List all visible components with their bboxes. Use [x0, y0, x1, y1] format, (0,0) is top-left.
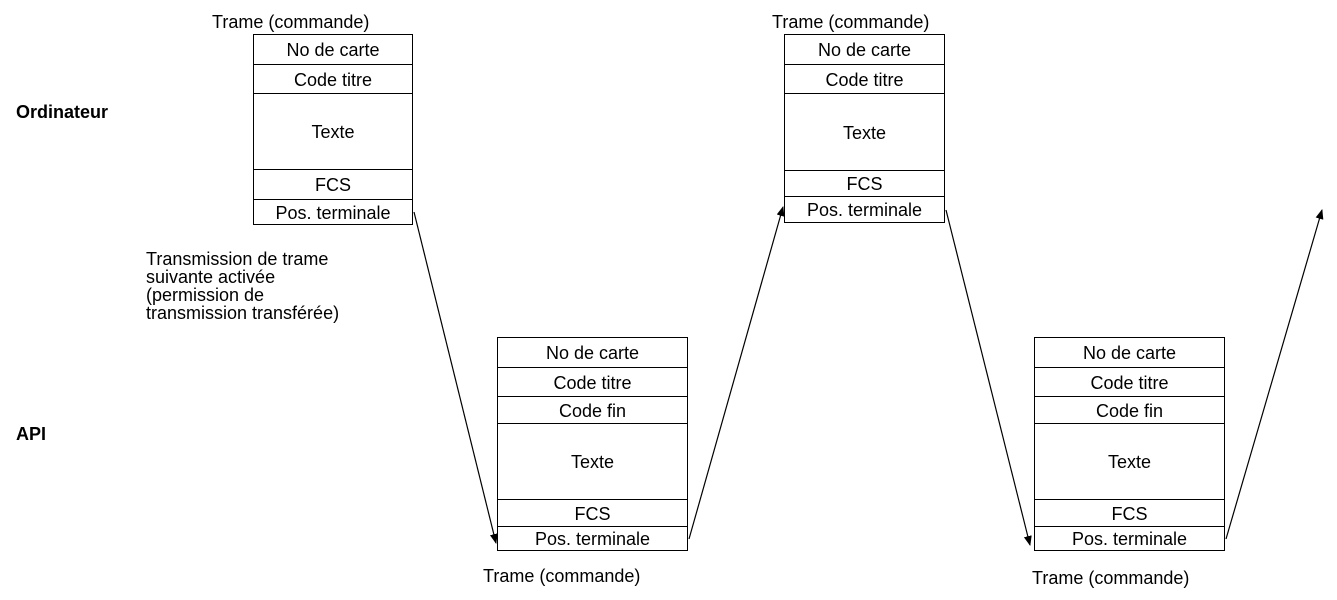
frame-field-terminator: Pos. terminale: [785, 196, 944, 223]
frame-field-fcs: FCS: [1035, 499, 1224, 527]
frame-caption: Trame (commande): [1032, 568, 1190, 588]
frame-field-fcs: FCS: [254, 169, 412, 200]
frame-field-header-code: Code titre: [1035, 367, 1224, 397]
frame-field-fcs: FCS: [785, 170, 944, 197]
frame-field-text: Texte: [785, 93, 944, 171]
command-frame-computer-1: No de carte Code titre Texte FCS Pos. te…: [253, 34, 413, 225]
frame-field-text: Texte: [254, 93, 412, 170]
row-label-computer: Ordinateur: [16, 102, 109, 122]
arrow-plc-to-computer-2: [1225, 209, 1324, 540]
row-label-plc: API: [16, 424, 47, 444]
frame-caption: Trame (commande): [483, 566, 641, 586]
command-frame-computer-2: No de carte Code titre Texte FCS Pos. te…: [784, 34, 945, 223]
arrow-computer-to-plc-2: [945, 209, 1032, 546]
frame-caption: Trame (commande): [212, 12, 370, 32]
frame-field-terminator: Pos. terminale: [498, 526, 687, 551]
transmission-note: Transmission de trame suivante activée (…: [146, 249, 340, 323]
frame-field-header-code: Code titre: [498, 367, 687, 397]
frame-field-end-code: Code fin: [1035, 396, 1224, 424]
frame-field-text: Texte: [1035, 423, 1224, 500]
frame-field-terminator: Pos. terminale: [1035, 526, 1224, 551]
frame-field-header-code: Code titre: [254, 64, 412, 94]
frame-field-end-code: Code fin: [498, 396, 687, 424]
frame-field-text: Texte: [498, 423, 687, 500]
frame-field-card-number: No de carte: [286, 39, 380, 60]
command-frame-plc-2: No de carte Code titre Code fin Texte FC…: [1034, 337, 1225, 551]
command-frame-plc-1: No de carte Code titre Code fin Texte FC…: [497, 337, 688, 551]
frame-field-header-code: Code titre: [785, 64, 944, 94]
frame-caption: Trame (commande): [772, 12, 930, 32]
frame-field-fcs: FCS: [498, 499, 687, 527]
arrow-plc-to-computer-1: [688, 206, 785, 540]
frame-field-card-number: No de carte: [817, 39, 912, 60]
frame-field-card-number: No de carte: [545, 342, 640, 363]
frame-field-terminator: Pos. terminale: [254, 199, 412, 225]
frame-field-card-number: No de carte: [1082, 342, 1177, 363]
arrow-computer-to-plc-1: [413, 211, 498, 544]
